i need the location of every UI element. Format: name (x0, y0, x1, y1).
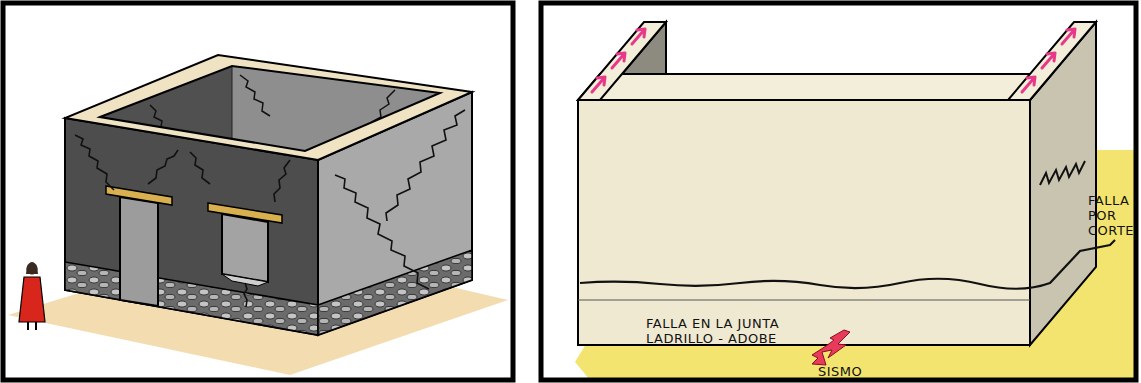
seismic-label: SISMO (818, 364, 888, 379)
front-face (578, 100, 1030, 345)
horizontal-crack (580, 240, 1115, 289)
wall-top (65, 55, 472, 160)
failure-label: FALLA EN LA JUNTA LADRILLO - ADOBE (646, 316, 796, 346)
force-arrows (592, 29, 1075, 92)
seismic-arrow (812, 330, 850, 365)
shear-crack (1040, 161, 1085, 185)
wood-lintel (208, 203, 282, 223)
stone-base (65, 262, 318, 335)
crack-lines (75, 110, 465, 307)
side-wall (318, 92, 472, 335)
panel-frame (3, 3, 513, 380)
house-illustration (8, 55, 508, 375)
stone-base (318, 250, 472, 335)
wood-lintel (106, 186, 172, 205)
door-opening (120, 197, 158, 306)
failure-label: FALLA POR CORTE (1088, 193, 1136, 238)
wall-top (578, 22, 666, 100)
wall-top (1008, 22, 1096, 100)
window-opening (222, 214, 268, 282)
person-figure (19, 262, 45, 330)
panel-frame (541, 3, 1136, 380)
wall-failure-illustration (575, 22, 1135, 380)
